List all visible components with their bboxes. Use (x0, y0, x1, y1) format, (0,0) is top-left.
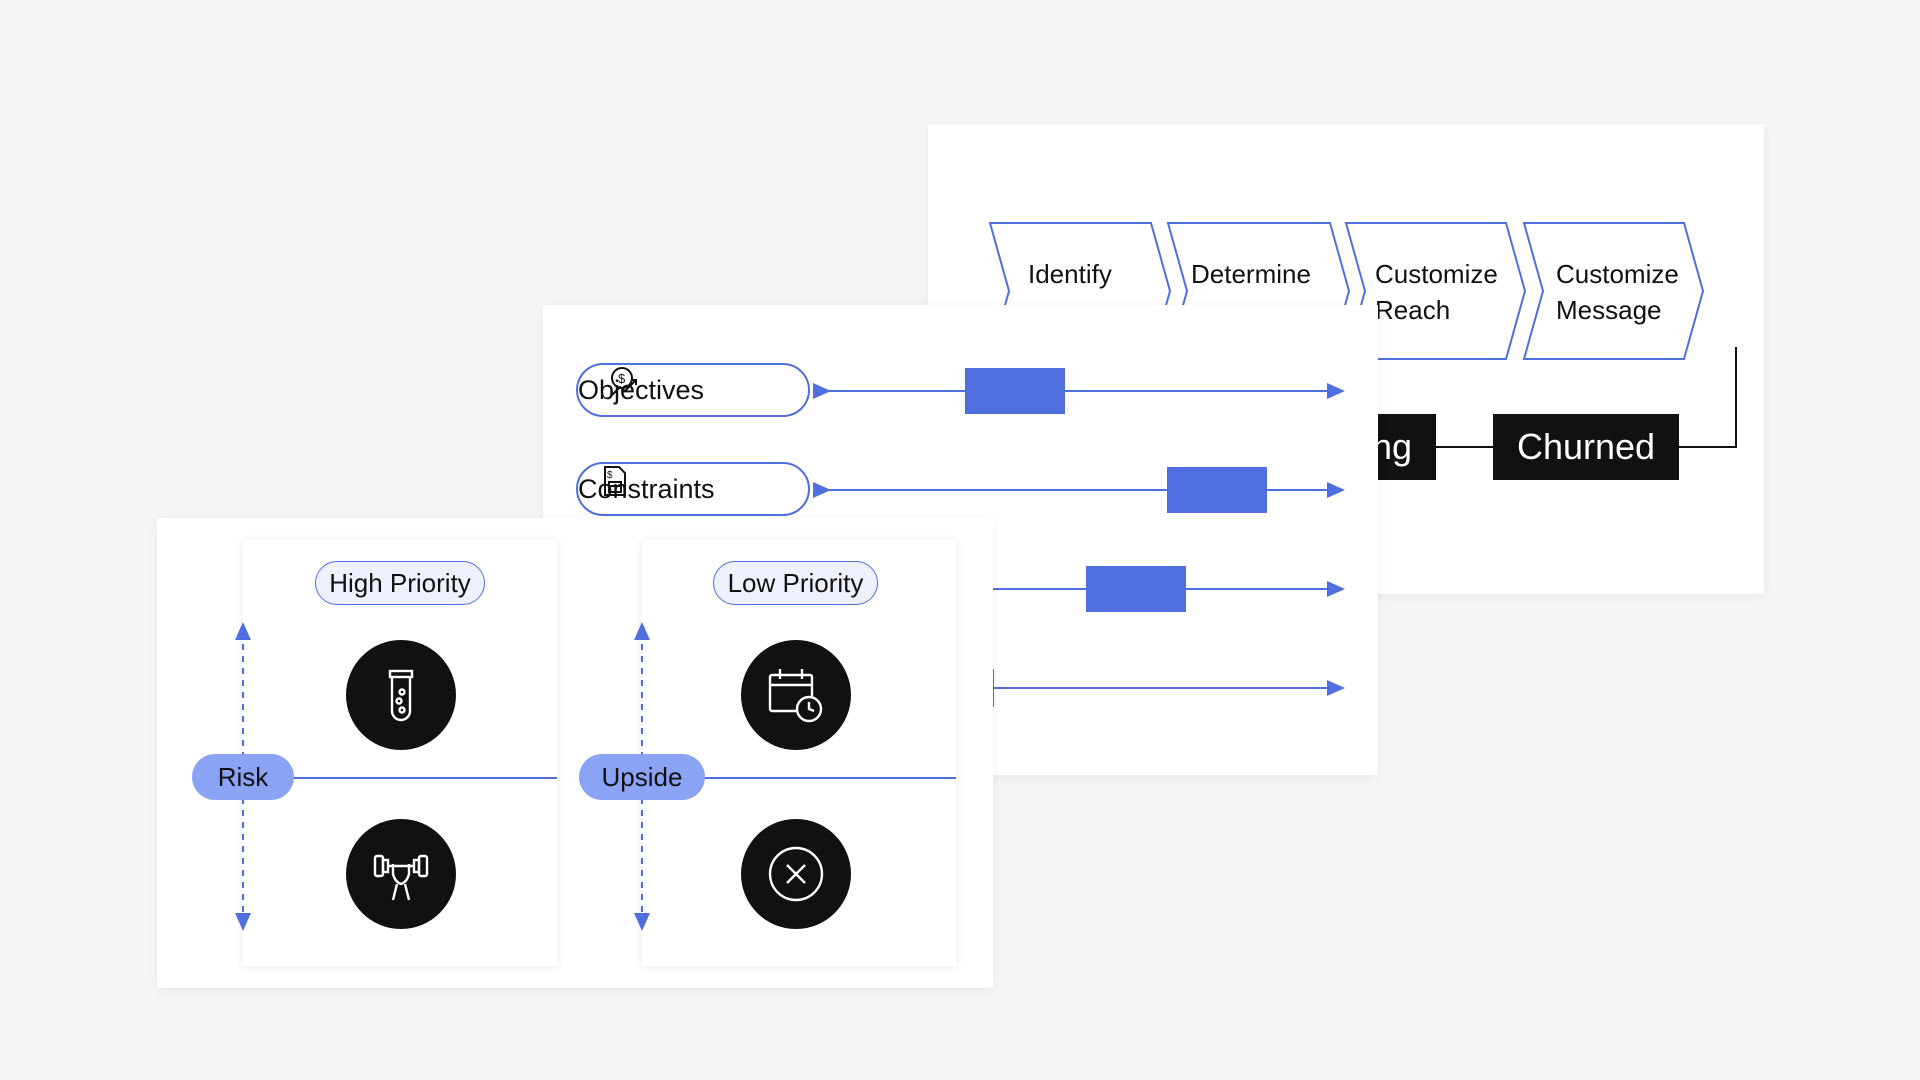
priority-matrix-card: High Priority Low Priority Risk Upside (157, 518, 993, 988)
range-bar-2[interactable] (1167, 467, 1267, 513)
step-label-4: Customize Message (1556, 259, 1679, 325)
connector-line-return (1678, 347, 1737, 448)
objectives-pill[interactable]: $ Objectives (576, 363, 810, 417)
weightlifting-icon (373, 854, 429, 901)
test-tube-icon (388, 669, 414, 722)
constraints-pill[interactable]: $ Constraints (576, 462, 810, 516)
svg-text:$: $ (607, 470, 613, 481)
low-priority-label: Low Priority (727, 567, 864, 598)
range-bar-3[interactable] (1086, 566, 1186, 612)
document-calendar-icon: $ (604, 466, 626, 496)
calendar-clock-icon (768, 669, 823, 723)
step-label-3: Customize Reach (1375, 259, 1498, 325)
upside-axis-pill: Upside (579, 754, 705, 800)
weightlifting-circle (346, 819, 456, 929)
high-priority-label: High Priority (329, 567, 471, 598)
chevron-step-3 (1344, 222, 1527, 360)
range-bar-1[interactable] (965, 368, 1065, 414)
risk-axis-pill: Risk (192, 754, 294, 800)
stage-label-churned: Churned (1516, 426, 1656, 467)
risk-label: Risk (217, 761, 269, 792)
upside-label: Upside (601, 761, 683, 792)
objectives-label: Objectives (578, 374, 705, 405)
stage-label-partial: ng (1371, 426, 1413, 467)
calendar-clock-circle (741, 640, 851, 750)
money-growth-icon: $ (611, 367, 637, 396)
svg-text:$: $ (618, 371, 626, 386)
high-priority-tag: High Priority (315, 561, 485, 605)
close-circle-icon (768, 846, 824, 902)
step-label-1: Identify Audi... (1028, 259, 1112, 289)
constraints-label: Constraints (578, 473, 715, 504)
chevron-step-4 (1522, 222, 1705, 360)
low-priority-tag: Low Priority (713, 561, 878, 605)
stage-box-churned: Churned (1493, 414, 1679, 480)
test-tube-circle (346, 640, 456, 750)
close-circle (741, 819, 851, 929)
step-label-2: Determine Frequ... (1191, 259, 1311, 289)
